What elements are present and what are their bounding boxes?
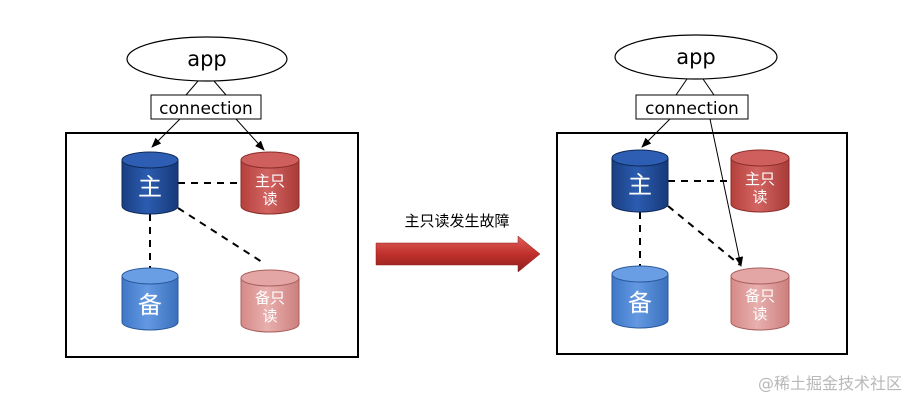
before-standby-label: 备: [138, 291, 162, 319]
transition-label: 主只读发生故障: [404, 212, 509, 230]
before-primary-label: 主: [138, 173, 162, 201]
after-app-node: [614, 34, 778, 80]
after-standby-readonly-db: 备只 读: [730, 267, 790, 331]
transition-arrow: [375, 235, 541, 273]
before-conn-to-primary-readonly-arrow: [235, 118, 265, 151]
after-primary-label: 主: [628, 171, 652, 199]
after-connection-box: [635, 94, 749, 120]
before-standby-readonly-label-line1: 备只: [255, 289, 285, 307]
transition: 主只读发生故障: [375, 212, 541, 273]
before-standby-readonly-db: 备只 读: [240, 269, 300, 333]
after-standby-db: 备: [611, 265, 669, 329]
before-primary-db: 主: [121, 151, 179, 215]
before-app-label: app: [187, 47, 227, 71]
after-standby-readonly-label-line2: 读: [752, 305, 767, 323]
after-primary-to-standby-readonly-link: [667, 205, 741, 266]
after-conn-to-primary-arrow: [641, 118, 671, 148]
before-primary-readonly-label-line2: 读: [262, 190, 277, 208]
before-primary-to-standby-readonly-link: [177, 207, 263, 263]
before-db-cluster-box: [65, 132, 359, 358]
before-app-node: [126, 36, 288, 82]
before-conn-to-primary-arrow: [151, 118, 181, 148]
after-db-cluster-box: [556, 132, 848, 355]
after-primary-readonly-db: 主只 读: [730, 149, 790, 213]
after-app-link-left: [675, 78, 688, 96]
after-standby-label: 备: [628, 289, 652, 317]
after-conn-to-standby-readonly-arrow: [709, 118, 744, 267]
after-primary-readonly-label-line1: 主只: [745, 170, 775, 188]
watermark: @稀土掘金技术社区: [757, 374, 902, 393]
before-panel: app connection 主 主只 读 备: [65, 36, 359, 358]
after-app-label: app: [676, 45, 716, 69]
before-app-link-right: [213, 80, 227, 96]
after-standby-readonly-label-line1: 备只: [745, 287, 775, 305]
after-app-link-right: [702, 78, 715, 96]
before-primary-readonly-label-line1: 主只: [255, 172, 285, 190]
before-standby-db: 备: [121, 267, 179, 331]
after-primary-readonly-label-line2: 读: [752, 188, 767, 206]
before-standby-readonly-label-line2: 读: [262, 307, 277, 325]
before-connection-box: [150, 94, 262, 120]
before-app-link-left: [185, 80, 199, 96]
before-primary-readonly-db: 主只 读: [240, 151, 300, 215]
after-panel: app connection 主 主只 读 备: [556, 34, 848, 355]
after-connection-label: connection: [645, 99, 739, 119]
after-primary-db: 主: [611, 149, 669, 213]
before-connection-label: connection: [159, 99, 253, 119]
